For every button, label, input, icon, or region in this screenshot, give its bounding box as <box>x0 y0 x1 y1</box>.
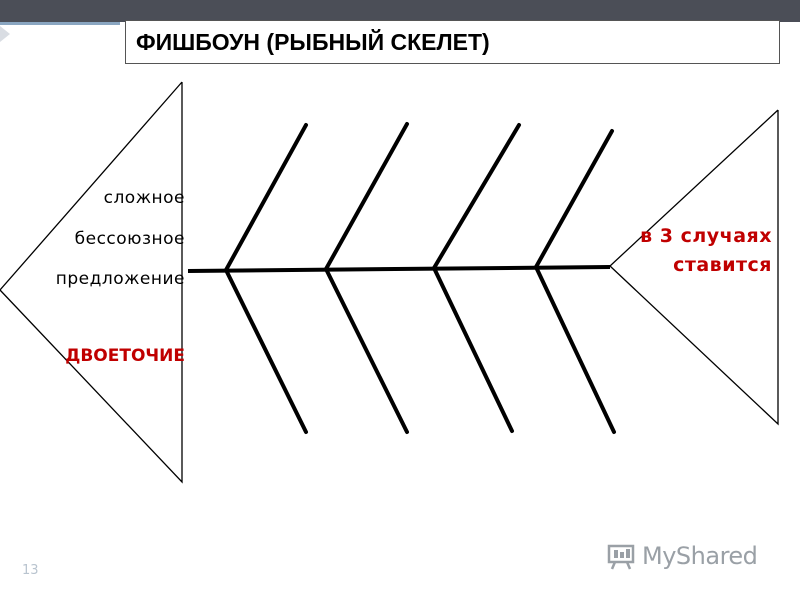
head-triangle <box>609 109 779 426</box>
head-text-line1: в 3 случаях <box>640 225 772 247</box>
head-text: в 3 случаях ставится <box>640 222 772 280</box>
bone-lower-4 <box>534 265 616 434</box>
tail-triangle <box>0 81 183 484</box>
presentation-board-icon <box>607 544 635 570</box>
head-text-line2: ставится <box>673 254 772 276</box>
title-box: ФИШБОУН (РЫБНЫЙ СКЕЛЕТ) <box>125 20 780 64</box>
tail-label-colon: ДВОЕТОЧИЕ <box>65 346 185 366</box>
bone-lower-2 <box>324 267 409 434</box>
bone-lower-3 <box>432 266 514 433</box>
left-arrow-icon <box>0 26 10 42</box>
slide-title: ФИШБОУН (РЫБНЫЙ СКЕЛЕТ) <box>136 29 490 55</box>
tail-label-complex: сложное <box>103 188 185 208</box>
bone-upper-1 <box>224 123 308 272</box>
bone-upper-3 <box>432 123 521 270</box>
bone-upper-2 <box>324 122 409 271</box>
bone-upper-4 <box>534 129 614 269</box>
watermark-text: MyShared <box>642 542 758 570</box>
top-bar <box>0 0 800 22</box>
bone-lower-1 <box>224 268 308 434</box>
tail-label-sentence: предложение <box>55 269 185 289</box>
spine <box>187 265 611 273</box>
watermark: MyShared <box>606 536 758 576</box>
page-number: 13 <box>22 563 39 578</box>
tail-label-asyndetic: бессоюзное <box>74 229 185 249</box>
top-bar-accent <box>0 22 120 25</box>
